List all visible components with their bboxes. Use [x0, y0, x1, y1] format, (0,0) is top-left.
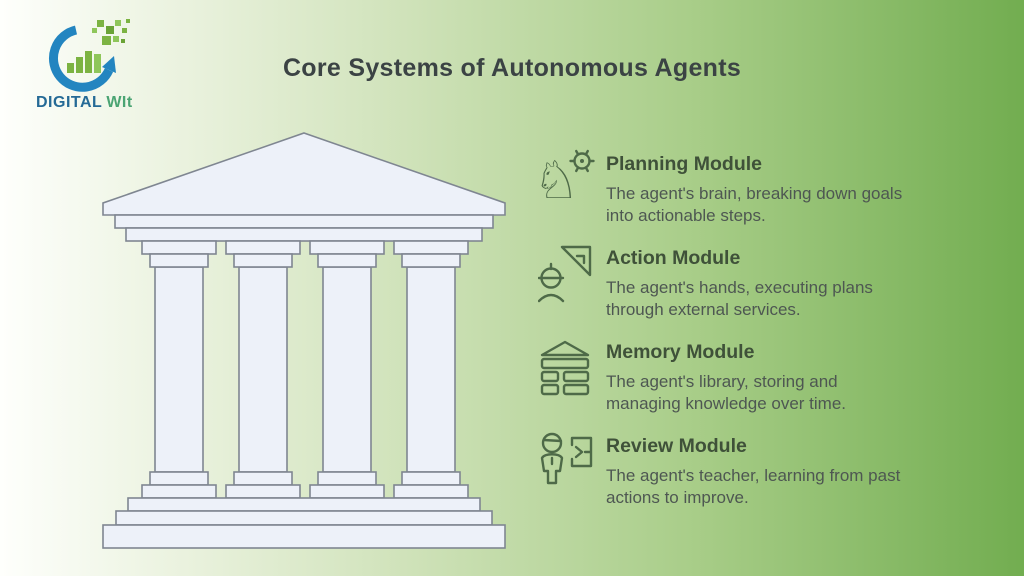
temple-column-base: [401, 471, 461, 486]
temple-entablature-band: [114, 214, 494, 229]
library-building-icon: [538, 336, 594, 402]
temple-column-base: [317, 471, 377, 486]
module-text: Memory Module The agent's library, stori…: [606, 336, 906, 416]
temple-column-base: [225, 484, 301, 499]
module-list: ♘ Planning Module The agent's brain, bre…: [533, 148, 906, 510]
logo-brand-secondary: WIt: [106, 94, 133, 111]
temple-column-base: [141, 484, 217, 499]
temple-column-base: [393, 484, 469, 499]
temple-column-capital: [309, 240, 385, 255]
temple-column-capital: [317, 253, 377, 268]
temple-column-capital: [401, 253, 461, 268]
temple-pediment: [102, 132, 506, 216]
library-building-graphic: [540, 340, 590, 395]
module-title: Memory Module: [606, 340, 755, 363]
module-memory: Memory Module The agent's library, stori…: [538, 336, 906, 416]
greek-temple-illustration: [102, 132, 506, 549]
module-description: The agent's brain, breaking down goals i…: [606, 184, 903, 226]
temple-column-shaft: [406, 266, 456, 473]
temple-step: [127, 497, 481, 512]
module-action: Action Module The agent's hands, executi…: [538, 242, 906, 322]
module-planning: ♘ Planning Module The agent's brain, bre…: [533, 148, 906, 228]
person-terminal-graphic: [540, 432, 593, 484]
page-title: Core Systems of Autonomous Agents: [282, 54, 742, 82]
chess-knight-glyph: ♘: [533, 151, 580, 211]
gear-icon: [569, 149, 595, 173]
module-description: The agent's teacher, learning from past …: [606, 465, 901, 508]
temple-column-shaft: [322, 266, 372, 473]
module-description: The agent's library, storing and managin…: [606, 371, 847, 414]
temple-column-capital: [233, 253, 293, 268]
person-terminal-board-icon: [538, 430, 594, 496]
temple-step: [102, 524, 506, 549]
temple-step: [115, 510, 493, 526]
module-text: Action Module The agent's hands, executi…: [606, 242, 906, 322]
temple-column-base: [149, 471, 209, 486]
module-text: Planning Module The agent's brain, break…: [606, 148, 906, 228]
module-title: Review Module: [606, 434, 747, 457]
temple-column-capital: [393, 240, 469, 255]
module-text: Review Module The agent's teacher, learn…: [606, 430, 906, 510]
module-title: Planning Module: [606, 153, 762, 175]
temple-column-capital: [225, 240, 301, 255]
temple-entablature-band: [125, 227, 483, 242]
logo-brand-primary: DIGITAL: [36, 94, 103, 111]
person-set-square-icon: [538, 242, 594, 308]
temple-column-base: [233, 471, 293, 486]
temple-column-capital: [149, 253, 209, 268]
temple-column-capital: [141, 240, 217, 255]
temple-column-base: [309, 484, 385, 499]
temple-column-shaft: [154, 266, 204, 473]
temple-column-shaft: [238, 266, 288, 473]
module-title: Action Module: [606, 246, 741, 269]
person-set-square-graphic: [538, 245, 592, 303]
module-description: The agent's hands, executing plans throu…: [606, 277, 873, 320]
chess-knight-gear-icon: ♘: [533, 148, 595, 214]
module-review: Review Module The agent's teacher, learn…: [538, 430, 906, 510]
digital-wit-logo-icon: [48, 19, 130, 92]
